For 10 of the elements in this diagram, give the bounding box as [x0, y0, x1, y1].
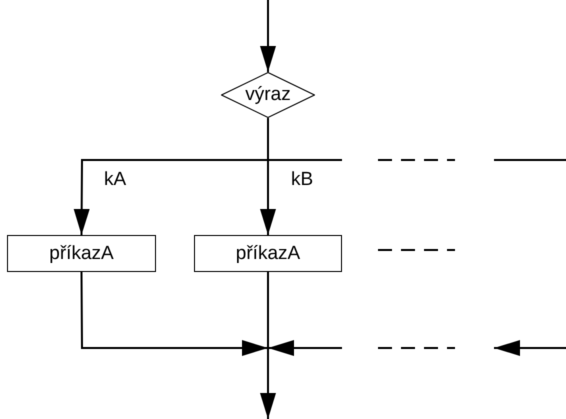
arrow: [80, 272, 268, 356]
arrow: [260, 118, 276, 235]
decision-diamond: [221, 72, 315, 118]
process-box: [7, 235, 156, 272]
arrow: [260, 0, 276, 72]
node-label: příkazA: [236, 242, 300, 264]
node-label: výraz: [245, 84, 291, 106]
process-box: [194, 235, 342, 272]
arrow: [260, 272, 276, 419]
node-label: příkazA: [49, 242, 114, 264]
